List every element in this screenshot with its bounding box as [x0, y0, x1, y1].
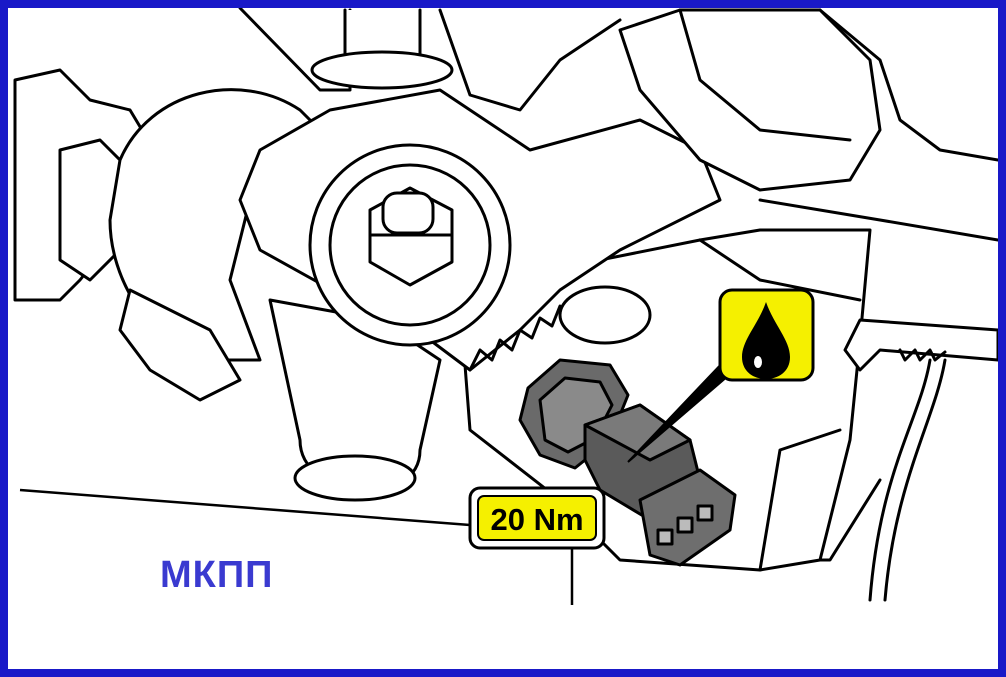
right-clip [843, 318, 998, 372]
torque-callout: 20 Nm [468, 486, 606, 550]
connector-pin [676, 516, 694, 534]
housing-inner-line [698, 238, 862, 572]
baseline-line [19, 488, 471, 527]
torque-label: 20 Nm [490, 502, 583, 537]
pivot-disc-ring [328, 163, 492, 327]
upper-right-housing [618, 8, 882, 192]
connector-pin [656, 528, 674, 546]
oil-drop-icon [742, 302, 790, 379]
pressure-sensor [518, 358, 737, 567]
lever-serrated-edge [468, 304, 562, 372]
torque-callout-box [477, 495, 597, 541]
oil-drop-highlight [754, 356, 762, 368]
top-shaft-collar [310, 50, 454, 90]
connector-pin [696, 504, 714, 522]
sensor-connector-top [583, 403, 692, 462]
pivot-stud [381, 191, 435, 235]
housing-plug [558, 285, 652, 345]
yoke-lower [118, 288, 242, 402]
lever-boss-end [293, 454, 417, 502]
oil-callout [718, 288, 815, 382]
right-hose [868, 358, 947, 602]
right-clip-teeth [898, 348, 947, 362]
connector-pins [656, 504, 714, 546]
gearbox-caption: МКПП [160, 554, 273, 596]
upper-right-housing-edge [678, 8, 852, 142]
